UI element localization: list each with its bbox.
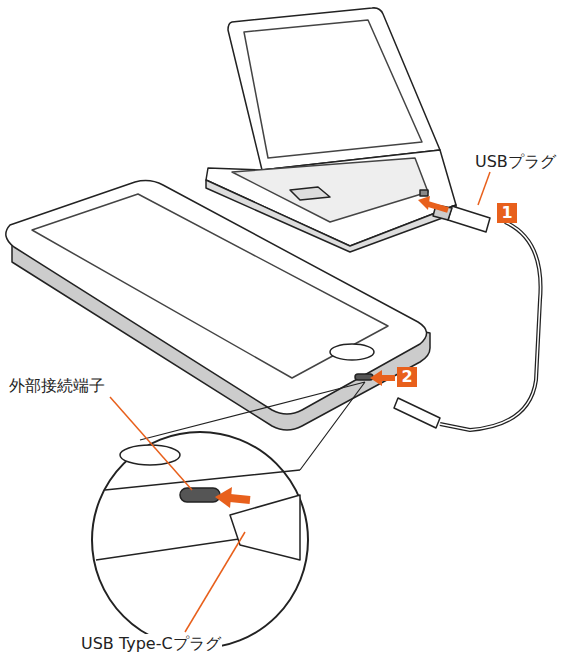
- magnifier-circle: [92, 432, 308, 648]
- usb-c-plug-zoom: [230, 495, 300, 560]
- usb-c-plug: [394, 398, 440, 428]
- leader-line: [110, 397, 192, 490]
- laptop-lid: [228, 8, 440, 170]
- usb-cable: [440, 222, 541, 430]
- keyboard: [232, 158, 428, 222]
- phone-body: [6, 181, 427, 414]
- leader-line: [478, 172, 490, 205]
- callout-number: 1: [497, 203, 517, 223]
- phone-usb-c-port: [355, 374, 373, 380]
- usb-plug: [448, 206, 490, 232]
- part-label: USBプラグ: [474, 152, 557, 171]
- laptop-screen: [244, 20, 422, 158]
- port-zoom: [180, 488, 220, 502]
- part-label: 外部接続端子: [8, 376, 106, 395]
- part-label: USB Type-Cプラグ: [80, 634, 222, 653]
- phone-screen: [32, 194, 388, 378]
- touchpad: [290, 187, 330, 200]
- leader-line: [185, 532, 245, 632]
- laptop-usb-port: [420, 190, 428, 196]
- home-button: [330, 344, 374, 360]
- home-button-zoom: [120, 445, 180, 465]
- callout-number: 2: [397, 367, 417, 387]
